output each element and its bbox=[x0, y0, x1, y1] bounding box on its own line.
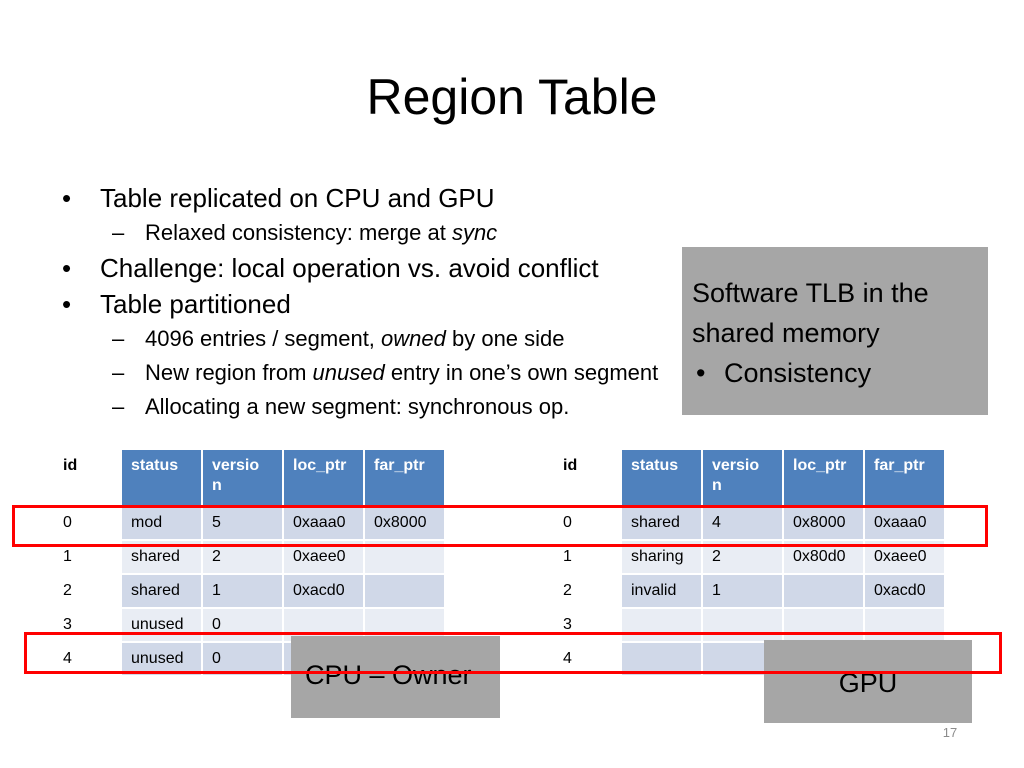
table-cell bbox=[865, 609, 944, 641]
cpu-owner-text: CPU – Owner bbox=[305, 660, 472, 690]
table-cell bbox=[284, 609, 363, 641]
header-cell: far_ptr bbox=[865, 450, 944, 505]
table-cell: 0xaaa0 bbox=[865, 507, 944, 539]
sub-bullet-text: 4096 entries / segment, bbox=[145, 326, 382, 351]
bullet-dot-icon: • bbox=[62, 289, 72, 319]
callout-line: shared memory bbox=[692, 318, 880, 348]
cpu-region-table: id status versio n loc_ptr far_ptr 0 mod… bbox=[52, 448, 446, 677]
header-cell: loc_ptr bbox=[284, 450, 363, 505]
callout-bullet-text: Consistency bbox=[724, 358, 872, 388]
highlight-row-3 bbox=[24, 632, 1002, 674]
dash-icon: – bbox=[112, 326, 125, 351]
table-cell: 0 bbox=[203, 643, 282, 675]
bullet-dot-icon: • bbox=[696, 358, 706, 388]
table-cell: 0 bbox=[203, 609, 282, 641]
callout-bullet: • Consistency bbox=[692, 353, 978, 393]
table-cell bbox=[784, 609, 863, 641]
table-cell bbox=[622, 609, 701, 641]
table-header-row: id status versio n loc_ptr far_ptr bbox=[54, 450, 444, 505]
header-cell: loc_ptr bbox=[784, 450, 863, 505]
bullet-dot-icon: • bbox=[62, 253, 72, 283]
table-cell bbox=[365, 609, 444, 641]
dash-icon: – bbox=[112, 394, 125, 419]
bullet-item: • Table partitioned bbox=[62, 286, 762, 322]
sub-bullet-text: Relaxed consistency: merge at bbox=[145, 220, 452, 245]
table-cell: 1 bbox=[203, 575, 282, 607]
header-cell: id bbox=[54, 450, 120, 505]
dash-icon: – bbox=[112, 360, 125, 385]
sub-bullet-text: by one side bbox=[445, 326, 565, 351]
table-cell: 4 bbox=[554, 643, 620, 675]
table-cell: 5 bbox=[203, 507, 282, 539]
highlight-row-0 bbox=[12, 505, 988, 547]
table-cell: 0xacd0 bbox=[865, 575, 944, 607]
header-cell: status bbox=[622, 450, 701, 505]
table-cell: 0xaaa0 bbox=[284, 507, 363, 539]
table-cell: 0xacd0 bbox=[284, 575, 363, 607]
table-cell: 3 bbox=[554, 609, 620, 641]
callout-box: Software TLB in the shared memory • Cons… bbox=[682, 247, 988, 415]
sub-bullet-text: Allocating a new segment: synchronous op… bbox=[145, 394, 570, 419]
table-cell: 4 bbox=[703, 507, 782, 539]
callout-line: Software TLB in the bbox=[692, 278, 929, 308]
slide-title: Region Table bbox=[366, 69, 658, 125]
table-cell bbox=[622, 643, 701, 675]
table-cell: 0 bbox=[54, 507, 120, 539]
sub-bullet-item: – Relaxed consistency: merge at sync bbox=[62, 216, 762, 250]
table-cell: 0 bbox=[554, 507, 620, 539]
table-cell bbox=[784, 575, 863, 607]
bullet-dot-icon: • bbox=[62, 183, 72, 213]
emphasis-text: unused bbox=[312, 360, 385, 385]
table-row: 3 bbox=[554, 609, 944, 641]
table-cell: 0x8000 bbox=[365, 507, 444, 539]
header-cell: far_ptr bbox=[365, 450, 444, 505]
header-cell: versio n bbox=[703, 450, 782, 505]
table-cell: 4 bbox=[54, 643, 120, 675]
emphasis-text: owned bbox=[381, 326, 446, 351]
sub-bullet-text: entry in one’s own segment bbox=[384, 360, 659, 385]
gpu-region-table: id status versio n loc_ptr far_ptr 0 sha… bbox=[552, 448, 946, 677]
bullet-text: Table partitioned bbox=[100, 289, 291, 319]
header-cell: status bbox=[122, 450, 201, 505]
bullet-list: • Table replicated on CPU and GPU – Rela… bbox=[62, 180, 762, 424]
header-cell: versio n bbox=[203, 450, 282, 505]
bullet-text: Challenge: local operation vs. avoid con… bbox=[100, 253, 599, 283]
table-cell: unused bbox=[122, 609, 201, 641]
dash-icon: – bbox=[112, 220, 125, 245]
table-cell: shared bbox=[122, 575, 201, 607]
sub-bullet-item: – New region from unused entry in one’s … bbox=[62, 356, 762, 390]
table-cell bbox=[365, 575, 444, 607]
table-cell: 2 bbox=[554, 575, 620, 607]
table-cell: 0x8000 bbox=[784, 507, 863, 539]
table-cell: 2 bbox=[54, 575, 120, 607]
header-cell: id bbox=[554, 450, 620, 505]
gpu-label: GPU bbox=[764, 640, 972, 723]
table-cell: unused bbox=[122, 643, 201, 675]
sub-bullet-item: – 4096 entries / segment, owned by one s… bbox=[62, 322, 762, 356]
table-cell: 3 bbox=[54, 609, 120, 641]
table-row: 0 mod 5 0xaaa0 0x8000 bbox=[54, 507, 444, 539]
bullet-item: • Table replicated on CPU and GPU bbox=[62, 180, 762, 216]
table-row: 0 shared 4 0x8000 0xaaa0 bbox=[554, 507, 944, 539]
table-header-row: id status versio n loc_ptr far_ptr bbox=[554, 450, 944, 505]
sub-bullet-item: – Allocating a new segment: synchronous … bbox=[62, 390, 762, 424]
table-row: 2 invalid 1 0xacd0 bbox=[554, 575, 944, 607]
table-cell bbox=[703, 609, 782, 641]
table-cell: shared bbox=[622, 507, 701, 539]
table-cell: 1 bbox=[703, 575, 782, 607]
table-row: 2 shared 1 0xacd0 bbox=[54, 575, 444, 607]
table-cell: mod bbox=[122, 507, 201, 539]
table-cell: invalid bbox=[622, 575, 701, 607]
page-number: 17 bbox=[942, 725, 958, 740]
emphasis-text: sync bbox=[451, 220, 498, 245]
bullet-item: • Challenge: local operation vs. avoid c… bbox=[62, 250, 762, 286]
cpu-owner-label: CPU – Owner bbox=[291, 636, 500, 718]
sub-bullet-text: New region from bbox=[145, 360, 313, 385]
bullet-text: Table replicated on CPU and GPU bbox=[100, 183, 495, 213]
table-row: 3 unused 0 bbox=[54, 609, 444, 641]
